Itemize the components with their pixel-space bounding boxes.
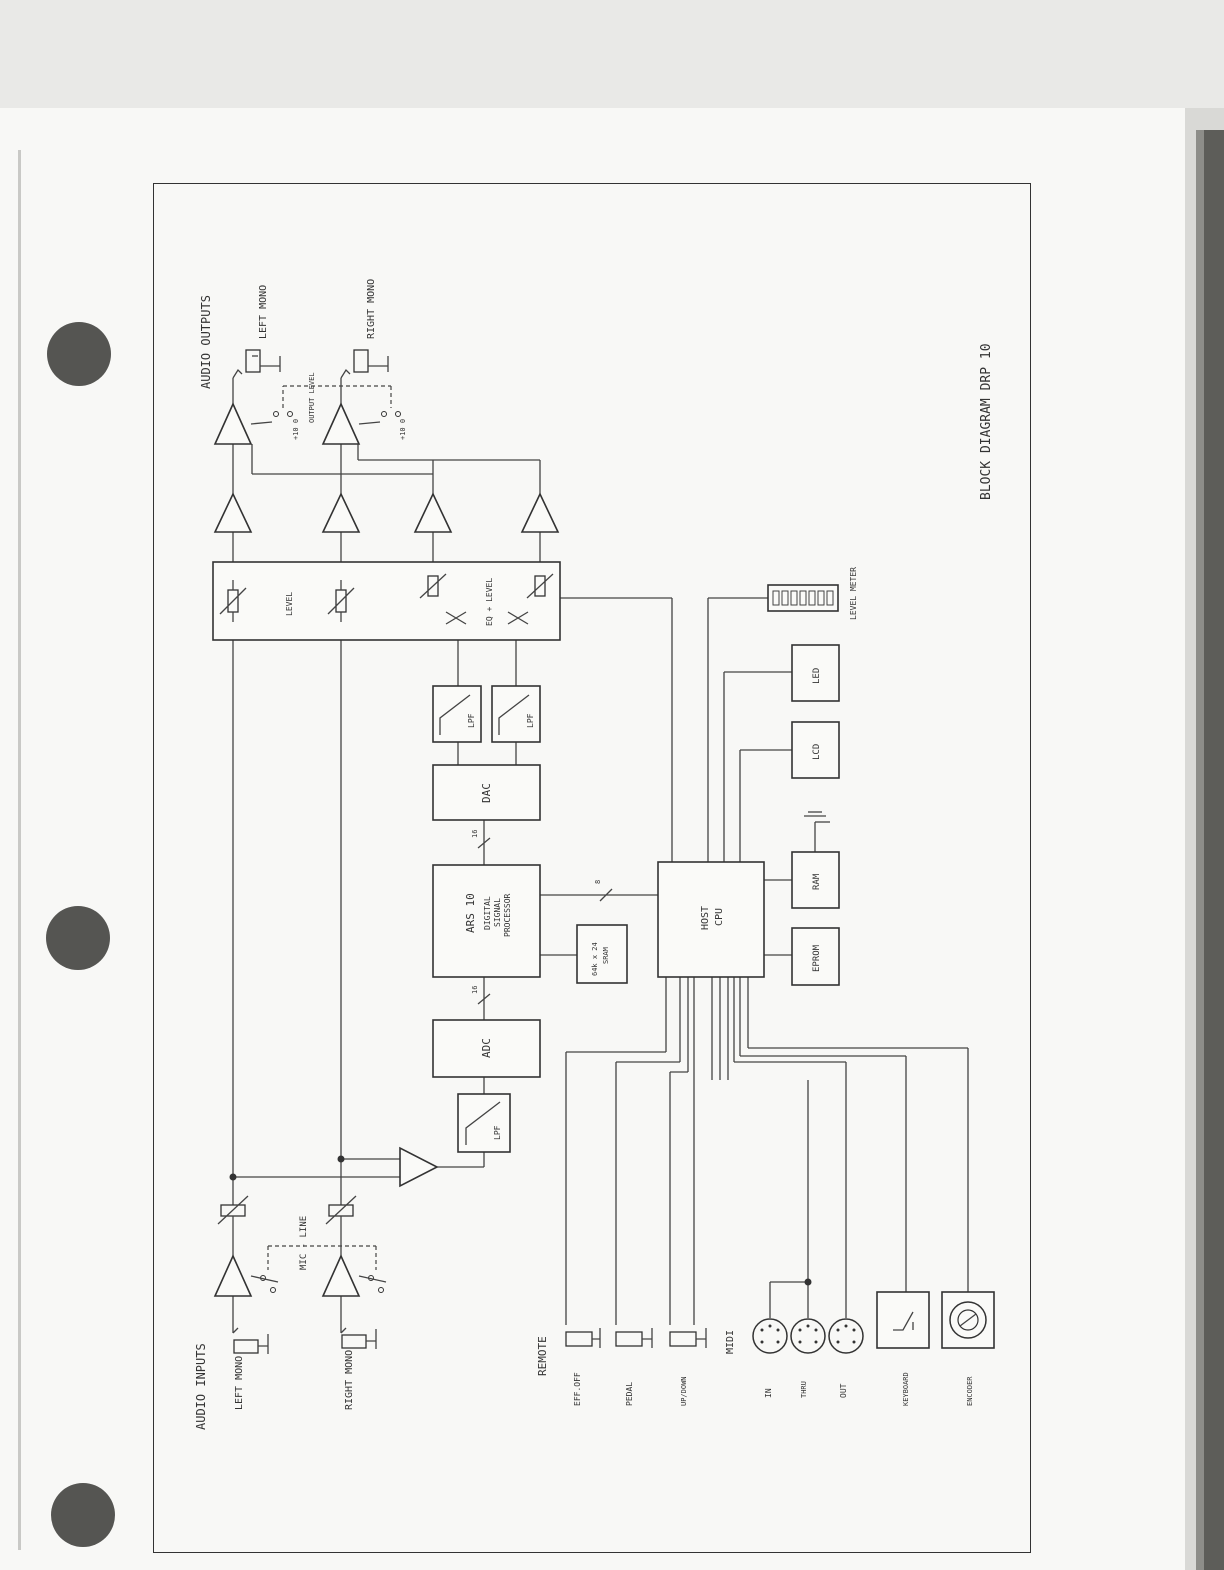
junction-dot-left <box>229 1173 237 1181</box>
output-level-switches <box>250 385 401 425</box>
label-lpf-input: LPF <box>493 1125 502 1140</box>
bus-slash-cpu <box>599 888 613 902</box>
host-cpu-block <box>657 861 765 978</box>
diagram-labels: AUDIO OUTPUTS LEFT MONO RIGHT MONO OUTPU… <box>194 279 994 1430</box>
midi-connectors <box>752 1318 864 1354</box>
label-output-level: OUTPUT LEVEL <box>308 372 316 423</box>
label-pedal: PEDAL <box>625 1382 634 1406</box>
label-bus-16-adc: 16 <box>471 986 479 994</box>
keyboard-switch-icon <box>893 1311 914 1331</box>
punch-hole-bottom <box>51 1483 115 1547</box>
lpf-curve-2 <box>498 694 530 735</box>
input-amplifiers <box>213 1146 439 1297</box>
dac-block <box>432 764 541 821</box>
label-ram: RAM <box>812 873 822 890</box>
lpf-curve-input <box>465 1101 501 1145</box>
sram-block <box>576 924 628 984</box>
bus-slash-dac <box>477 837 491 849</box>
label-encoder: ENCODER <box>966 1376 974 1406</box>
level-mixer-block <box>212 561 561 641</box>
label-diagram-title: BLOCK DIAGRAM DRP 10 <box>979 343 994 500</box>
label-sram-line2: SRAM <box>602 947 610 964</box>
label-bus-16-dac: 16 <box>471 830 479 838</box>
label-out-gain-right: +10 0 <box>399 419 407 440</box>
label-adc: ADC <box>480 1038 493 1058</box>
junction-dot-midi <box>804 1278 812 1286</box>
label-up-down: UP/DOWN <box>680 1376 688 1406</box>
label-midi-out: OUT <box>839 1383 848 1398</box>
diagram-frame <box>153 183 1031 1553</box>
label-dac: DAC <box>480 783 493 803</box>
keyboard-switch <box>876 1291 930 1349</box>
label-led: LED <box>812 668 822 684</box>
mic-line-switches <box>250 1245 387 1293</box>
lpf-block-2 <box>491 685 541 743</box>
lcd-block <box>791 721 840 779</box>
ram-block <box>791 851 840 909</box>
adc-block <box>432 1019 541 1078</box>
label-cpu-line1: HOST <box>700 906 711 930</box>
bus-slash-adc <box>477 993 491 1005</box>
label-sram-line1: 64k x 24 <box>591 942 599 976</box>
lpf-curve-1 <box>439 694 471 735</box>
label-eq-level: EQ + LEVEL <box>485 578 494 626</box>
level-meter-block <box>767 584 839 612</box>
label-midi-in: IN <box>764 1388 773 1398</box>
led-block <box>791 644 840 702</box>
label-remote: REMOTE <box>536 1336 549 1376</box>
label-lpf-1: LPF <box>467 713 476 728</box>
label-out-left-mono: LEFT MONO <box>258 285 269 339</box>
input-jacks <box>232 1327 377 1354</box>
label-out-gain-left: +10 0 <box>292 419 300 440</box>
mixer-potentiometers <box>219 573 554 625</box>
punch-hole-top <box>47 322 111 386</box>
label-dsp-name: ARS 10 <box>464 893 477 933</box>
label-midi-thru: THRU <box>800 1381 808 1398</box>
label-eff-off: EFF.OFF <box>573 1372 582 1406</box>
label-dsp-line2: SIGNAL <box>493 898 502 927</box>
label-audio-outputs: AUDIO OUTPUTS <box>199 295 213 389</box>
eprom-block <box>791 927 840 986</box>
label-midi: MIDI <box>725 1330 736 1354</box>
label-lcd: LCD <box>812 744 822 760</box>
label-eprom: EPROM <box>812 944 822 972</box>
remote-jacks <box>565 1328 707 1348</box>
label-bus-8: 8 <box>594 880 602 884</box>
label-dsp-line3: PROCESSOR <box>503 893 512 937</box>
mono-sum-amplifier <box>399 1146 439 1188</box>
label-keyboard: KEYBOARD <box>902 1372 910 1406</box>
label-mic-line: MIC - LINE <box>299 1216 309 1270</box>
encoder-icon <box>949 1301 987 1339</box>
label-cpu-line2: CPU <box>714 908 725 926</box>
label-in-right-mono: RIGHT MONO <box>344 1350 355 1410</box>
label-level: LEVEL <box>285 592 294 616</box>
label-audio-inputs: AUDIO INPUTS <box>194 1343 208 1430</box>
dsp-block <box>432 864 541 978</box>
label-in-left-mono: LEFT MONO <box>234 1356 245 1410</box>
label-out-right-mono: RIGHT MONO <box>366 279 377 339</box>
punch-hole-middle <box>46 906 110 970</box>
label-dsp-line1: DIGITAL <box>483 896 492 930</box>
label-lpf-2: LPF <box>526 713 535 728</box>
output-amplifiers <box>213 402 560 533</box>
input-potentiometers <box>217 1195 357 1230</box>
lpf-block-1 <box>432 685 482 743</box>
signal-wires <box>232 378 969 1333</box>
lpf-input-block <box>457 1093 511 1153</box>
label-level-meter: LEVEL METER <box>849 567 858 620</box>
level-meter-segments <box>772 590 834 606</box>
output-jacks <box>232 349 389 379</box>
junction-dot-right <box>337 1155 345 1163</box>
